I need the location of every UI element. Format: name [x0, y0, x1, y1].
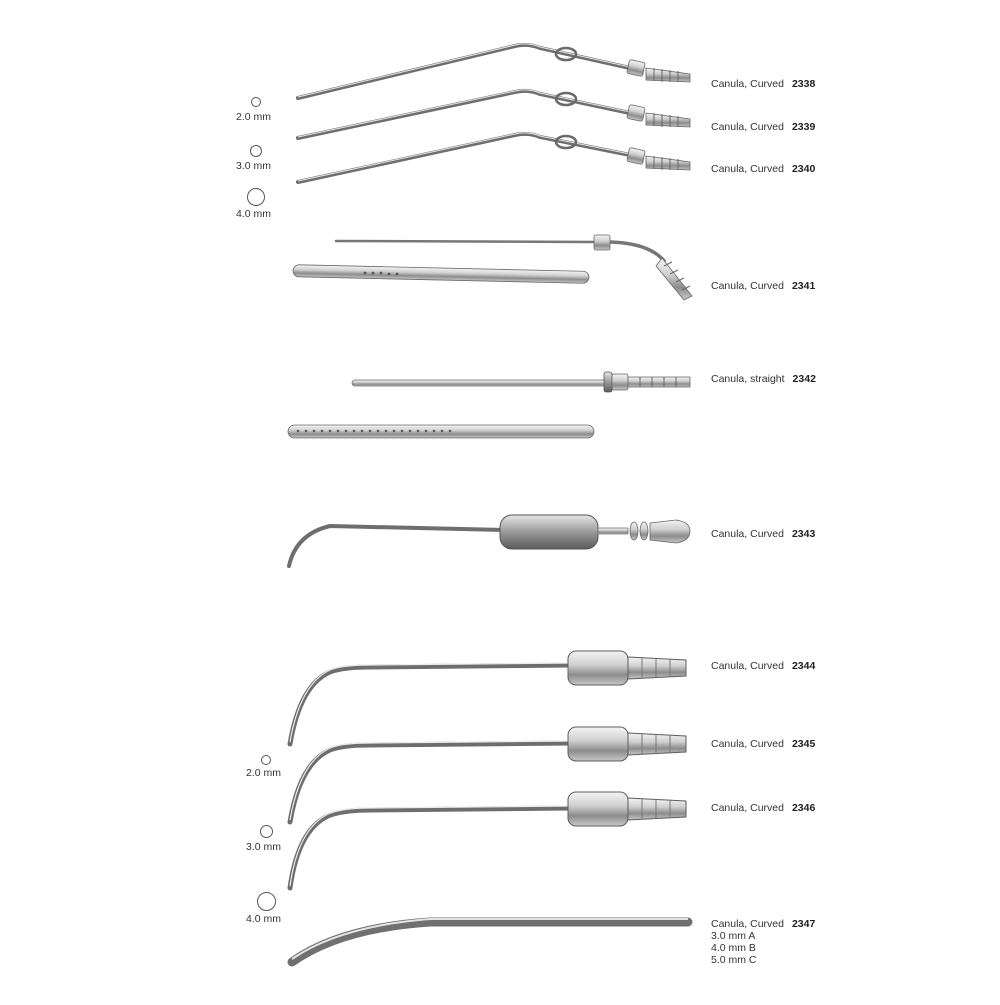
canula-2345 [287, 726, 687, 825]
finger-ring [554, 46, 578, 62]
perforated-sheath [292, 264, 590, 284]
canula-2346 [287, 791, 687, 891]
variant-c: 5.0 mm C [711, 954, 757, 966]
size-circle-3mm-bottom [260, 825, 273, 838]
canula-2342 [287, 371, 691, 439]
canula-2340 [296, 131, 691, 184]
finger-ring [554, 91, 578, 107]
size-label-top-1: 2.0 mm [236, 111, 272, 123]
finger-ring [554, 134, 578, 150]
cylindrical-hub [567, 791, 629, 827]
flat-handle [499, 514, 599, 550]
variant-a: 3.0 mm A [711, 930, 756, 942]
canula-2344 [287, 650, 687, 747]
size-label-bottom-3: 4.0 mm [246, 913, 282, 925]
size-circle-2mm-bottom [261, 755, 271, 765]
size-label-bottom-2: 3.0 mm [246, 841, 282, 853]
size-label-top-3: 4.0 mm [236, 208, 272, 220]
size-circle-4mm [247, 188, 265, 206]
cylindrical-hub [567, 650, 629, 686]
cylindrical-hub [567, 726, 629, 762]
size-circle-2mm [251, 97, 261, 107]
size-label-top-2: 3.0 mm [236, 160, 272, 172]
size-circle-3mm [250, 145, 262, 157]
variant-b: 4.0 mm B [711, 942, 756, 954]
size-circle-4mm-bottom [257, 892, 276, 911]
canula-2339 [296, 88, 691, 140]
canula-2338 [296, 42, 691, 100]
canula-2341 [292, 234, 693, 301]
canula-2343 [287, 514, 691, 568]
size-label-bottom-1: 2.0 mm [246, 767, 282, 779]
canula-2347 [287, 917, 693, 967]
